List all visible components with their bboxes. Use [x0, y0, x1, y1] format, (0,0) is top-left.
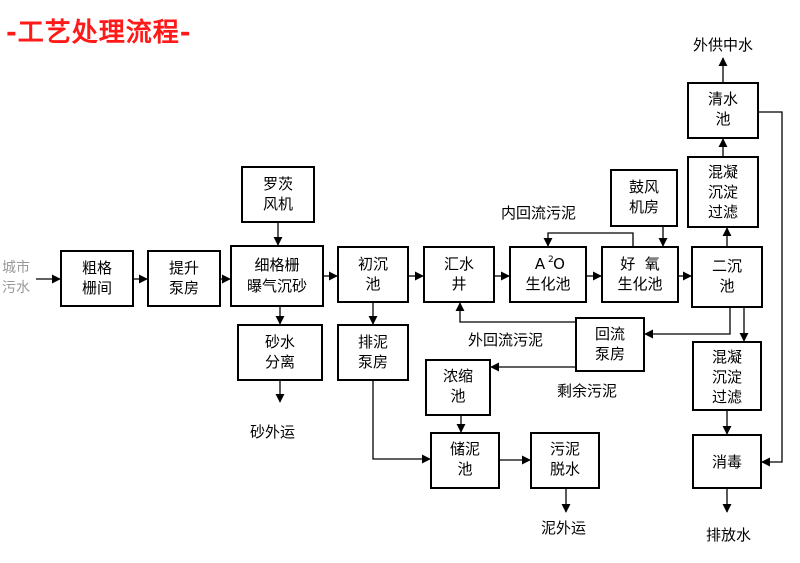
coag-filter-bottom-line3: 过滤 — [712, 388, 742, 406]
sludge-storage-line1: 储泥 — [450, 440, 480, 458]
coag-filter-top-line1: 混凝 — [708, 163, 738, 181]
blower-room-line2: 机房 — [629, 198, 659, 216]
box-fine-screen: 细格栅 曝气沉砂 — [230, 245, 324, 307]
clear-pool-line1: 清水 — [708, 90, 738, 108]
box-aerobic: 好 氧 生化池 — [601, 246, 679, 303]
coag-filter-top-line2: 沉淀 — [708, 183, 738, 201]
arrow-sludgepump-to-storage — [372, 380, 431, 464]
disinfection-line1: 消毒 — [712, 453, 742, 471]
aerobic-line2: 生化池 — [617, 275, 662, 293]
coarse-screen-line2: 栅间 — [82, 279, 112, 297]
clear-pool-line2: 池 — [715, 110, 730, 128]
sand-separator-line2: 分离 — [265, 353, 295, 371]
thickener-line2: 池 — [450, 387, 465, 405]
box-a2o: A 2 O 生化池 — [509, 246, 587, 303]
box-blower-room: 鼓风 机房 — [610, 169, 678, 227]
sludge-out-label: 泥外运 — [541, 519, 586, 537]
collection-well-line2: 井 — [451, 275, 466, 293]
sand-out-label: 砂外运 — [250, 423, 295, 441]
coag-filter-top-line3: 过滤 — [708, 203, 738, 221]
fine-screen-line1: 细格栅 — [254, 256, 299, 274]
secondary-settling-line1: 二沉 — [712, 257, 742, 275]
box-roots-blower: 罗茨 风机 — [241, 166, 315, 223]
box-dewatering: 污泥 脱水 — [530, 432, 600, 489]
box-collection-well: 汇水 井 — [423, 246, 495, 303]
primary-settling-line2: 池 — [365, 275, 380, 293]
dewatering-line2: 脱水 — [550, 460, 580, 478]
arrow-clear-to-disinfection — [758, 111, 783, 467]
fine-screen-line2: 曝气沉砂 — [247, 277, 307, 295]
supply-water-label: 外供中水 — [693, 36, 753, 54]
dewatering-line1: 污泥 — [550, 440, 580, 458]
collection-well-line1: 汇水 — [444, 255, 474, 273]
arrow-secondary-to-return — [644, 307, 731, 339]
box-coag-filter-top: 混凝 沉淀 过滤 — [687, 156, 759, 228]
coag-filter-bottom-line1: 混凝 — [712, 348, 742, 366]
thickener-line1: 浓缩 — [443, 367, 473, 385]
roots-blower-line2: 风机 — [263, 195, 293, 213]
box-disinfection: 消毒 — [692, 434, 762, 489]
aerobic-line1: 好 氧 — [620, 255, 660, 273]
a2o-line2: 生化池 — [525, 275, 570, 293]
box-secondary-settling: 二沉 池 — [691, 246, 763, 308]
discharge-label: 排放水 — [706, 526, 751, 544]
primary-settling-line1: 初沉 — [358, 255, 388, 273]
a2o-superscript: 2 — [548, 255, 554, 265]
box-coag-filter-bottom: 混凝 沉淀 过滤 — [692, 341, 762, 411]
a2o-letter-a: A — [535, 255, 546, 273]
box-thickener: 浓缩 池 — [425, 359, 491, 416]
box-primary-settling: 初沉 池 — [337, 246, 409, 303]
box-sand-separator: 砂水 分离 — [237, 324, 323, 381]
a2o-letter-o: O — [553, 255, 565, 273]
excess-sludge-label: 剩余污泥 — [557, 382, 617, 400]
inlet-label-1: 城市 — [2, 259, 30, 276]
sand-separator-line1: 砂水 — [265, 333, 295, 351]
box-return-pump: 回流 泵房 — [575, 317, 645, 372]
return-pump-line2: 泵房 — [595, 345, 625, 363]
page-title: -工艺处理流程- — [6, 18, 192, 48]
box-lift-pump: 提升 泵房 — [147, 250, 221, 307]
lift-pump-line1: 提升 — [169, 259, 199, 277]
internal-return-label: 内回流污泥 — [501, 204, 576, 222]
coarse-screen-line1: 粗格 — [82, 259, 112, 277]
return-pump-line1: 回流 — [595, 325, 625, 343]
box-coarse-screen: 粗格 栅间 — [60, 250, 134, 307]
box-sludge-pump: 排泥 泵房 — [337, 324, 409, 381]
coag-filter-bottom-line2: 沉淀 — [712, 368, 742, 386]
roots-blower-line1: 罗茨 — [263, 175, 293, 193]
inlet-label-2: 污水 — [2, 280, 30, 296]
blower-room-line1: 鼓风 — [629, 178, 659, 196]
box-clear-pool: 清水 池 — [687, 82, 759, 139]
arrow-external-return — [455, 302, 576, 323]
sludge-pump-line2: 泵房 — [358, 353, 388, 371]
box-sludge-storage: 储泥 池 — [430, 432, 500, 489]
lift-pump-line2: 泵房 — [169, 279, 199, 297]
sludge-pump-line1: 排泥 — [358, 333, 388, 351]
arrow-internal-return — [543, 232, 634, 247]
sludge-storage-line2: 池 — [457, 460, 472, 478]
secondary-settling-line2: 池 — [719, 277, 734, 295]
external-return-label: 外回流污泥 — [468, 331, 543, 349]
